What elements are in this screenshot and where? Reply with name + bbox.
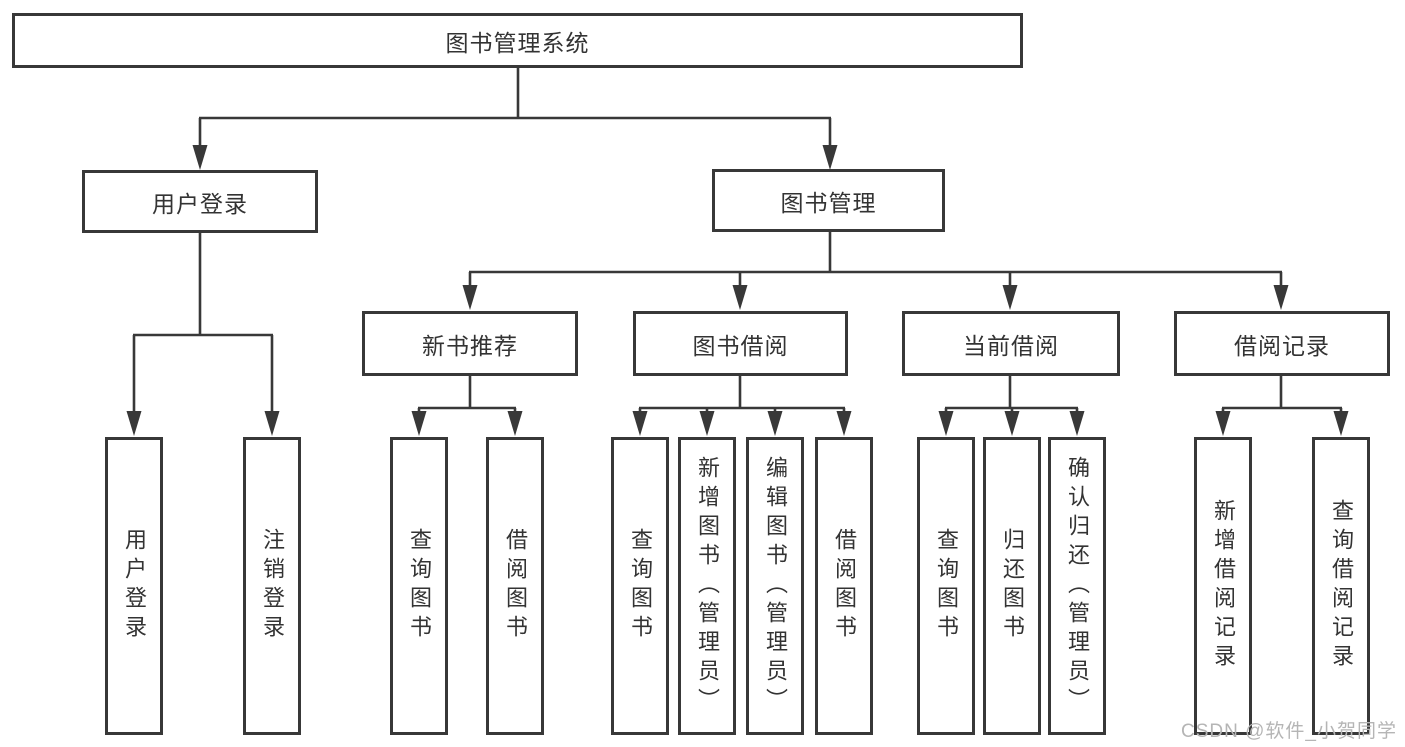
leaf-logout: 注销登录 <box>243 437 301 735</box>
leaf-borrow-books-1-label: 借阅图书 <box>503 528 528 644</box>
leaf-add-books-admin: 新增图书（管理员） <box>678 437 736 735</box>
leaf-borrow-books-2-label: 借阅图书 <box>832 528 857 644</box>
leaf-logout-label: 注销登录 <box>260 528 285 644</box>
node-current-borrowing-label: 当前借阅 <box>963 332 1059 359</box>
leaf-query-books-2-label: 查询图书 <box>628 528 653 644</box>
node-book-borrowing: 图书借阅 <box>633 311 848 376</box>
leaf-user-login-label: 用户登录 <box>122 528 147 644</box>
leaf-query-books-3: 查询图书 <box>917 437 975 735</box>
watermark: CSDN @软件_小贺同学 <box>1181 721 1397 742</box>
node-borrowing-records-label: 借阅记录 <box>1234 332 1330 359</box>
node-book-management-label: 图书管理 <box>780 189 877 216</box>
leaf-query-books-3-label: 查询图书 <box>934 528 959 644</box>
leaf-edit-books-admin: 编辑图书（管理员） <box>746 437 804 735</box>
leaf-confirm-return-admin-label: 确认归还（管理员） <box>1065 455 1090 717</box>
leaf-return-books: 归还图书 <box>983 437 1041 735</box>
leaf-confirm-return-admin: 确认归还（管理员） <box>1048 437 1106 735</box>
leaf-borrow-books-1: 借阅图书 <box>486 437 544 735</box>
node-current-borrowing: 当前借阅 <box>902 311 1120 376</box>
leaf-add-books-admin-label: 新增图书（管理员） <box>695 455 720 717</box>
node-book-management: 图书管理 <box>712 169 945 232</box>
leaf-query-books-2: 查询图书 <box>611 437 669 735</box>
leaf-query-borrow-record: 查询借阅记录 <box>1312 437 1370 735</box>
node-borrowing-records: 借阅记录 <box>1174 311 1390 376</box>
leaf-query-books-1: 查询图书 <box>390 437 448 735</box>
node-book-borrowing-label: 图书借阅 <box>692 332 789 359</box>
leaf-return-books-label: 归还图书 <box>1000 528 1025 644</box>
node-new-book-recommend: 新书推荐 <box>362 311 578 376</box>
node-new-book-recommend-label: 新书推荐 <box>422 332 518 359</box>
leaf-add-borrow-record: 新增借阅记录 <box>1194 437 1252 735</box>
leaf-borrow-books-2: 借阅图书 <box>815 437 873 735</box>
leaf-query-books-1-label: 查询图书 <box>407 528 432 644</box>
node-user-login-label: 用户登录 <box>152 190 248 217</box>
node-library-system: 图书管理系统 <box>12 13 1023 68</box>
leaf-query-borrow-record-label: 查询借阅记录 <box>1329 499 1354 673</box>
leaf-edit-books-admin-label: 编辑图书（管理员） <box>763 455 788 717</box>
leaf-add-borrow-record-label: 新增借阅记录 <box>1211 499 1236 673</box>
node-user-login: 用户登录 <box>82 170 318 233</box>
node-library-system-label: 图书管理系统 <box>445 29 590 56</box>
leaf-user-login: 用户登录 <box>105 437 163 735</box>
